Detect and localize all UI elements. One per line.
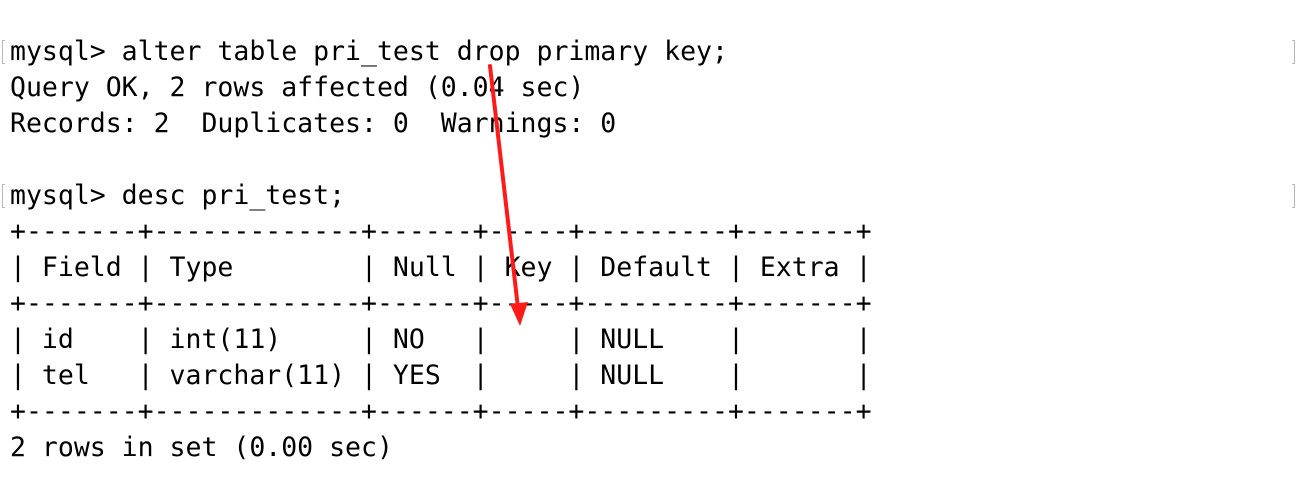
table-header-row: | Field | Type | Null | Key | Default | …	[10, 252, 872, 283]
table-border: +-------+-------------+------+-----+----…	[10, 216, 872, 247]
table-border: +-------+-------------+------+-----+----…	[10, 396, 872, 427]
table-row: | id | int(11) | NO | | NULL | |	[10, 324, 872, 355]
selection-bracket-left	[2, 184, 5, 208]
selection-bracket-right	[1292, 40, 1295, 64]
command-prompt-line: mysql> alter table pri_test drop primary…	[10, 36, 728, 67]
query-result-line: Query OK, 2 rows affected (0.04 sec)	[10, 72, 585, 103]
records-summary-line: Records: 2 Duplicates: 0 Warnings: 0	[10, 108, 617, 139]
command-prompt-line: mysql> desc pri_test;	[10, 180, 346, 211]
table-border: +-------+-------------+------+-----+----…	[10, 288, 872, 319]
selection-bracket-left	[2, 40, 5, 64]
table-row: | tel | varchar(11) | YES | | NULL | |	[10, 360, 872, 391]
rows-in-set-line: 2 rows in set (0.00 sec)	[10, 432, 393, 463]
selection-bracket-right	[1292, 184, 1295, 208]
